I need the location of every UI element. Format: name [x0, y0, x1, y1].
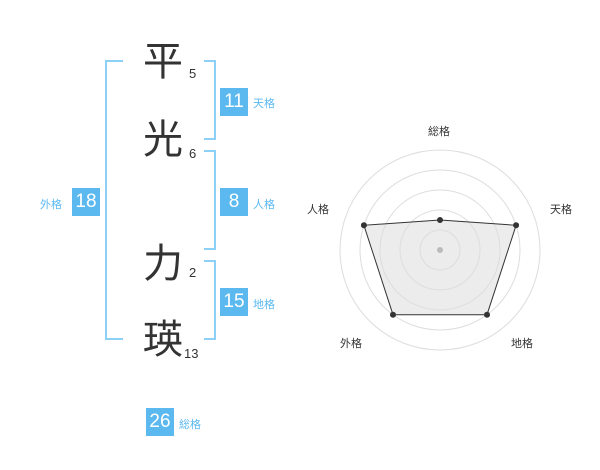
radar-point — [389, 311, 396, 318]
tenkaku-value: 11 — [220, 88, 248, 116]
soukaku-label: 総格 — [179, 418, 201, 431]
radar-label-chikaku: 地格 — [511, 337, 533, 350]
radar-center-dot — [437, 247, 443, 253]
chikaku-label: 地格 — [253, 298, 275, 311]
jinkaku-value: 8 — [220, 188, 248, 216]
radar-point — [360, 222, 367, 229]
radar-ring — [339, 149, 541, 351]
jinkaku-label: 人格 — [253, 198, 275, 211]
radar-point — [513, 222, 520, 229]
gaikaku-label: 外格 — [40, 198, 62, 211]
name-char-3: 力 — [143, 241, 183, 287]
name-char-4: 瑛 — [143, 317, 183, 363]
chikaku-bracket — [204, 260, 216, 340]
stroke-count-3: 2 — [189, 265, 197, 280]
radar-label-soukaku: 総格 — [428, 125, 450, 138]
radar-polygon — [363, 219, 517, 316]
name-char-1: 平 — [143, 39, 183, 85]
stroke-count-4: 13 — [184, 346, 199, 361]
radar-label-jinkaku: 人格 — [307, 203, 329, 216]
gaikaku-value: 18 — [72, 188, 100, 216]
tenkaku-label: 天格 — [253, 97, 275, 110]
radar-point — [484, 311, 491, 318]
stroke-count-1: 5 — [189, 66, 197, 81]
radar-ring — [359, 169, 521, 331]
soukaku-value: 26 — [146, 408, 174, 436]
radar-points — [360, 217, 520, 318]
radar-label-tenkaku: 天格 — [550, 203, 572, 216]
name-char-2: 光 — [143, 117, 183, 163]
chikaku-value: 15 — [220, 288, 248, 316]
radar-chart — [339, 149, 541, 351]
radar-label-gaikaku: 外格 — [340, 337, 362, 350]
gaikaku-bracket — [105, 60, 123, 340]
stroke-count-2: 6 — [189, 146, 197, 161]
jinkaku-bracket — [204, 150, 216, 250]
tenkaku-bracket — [204, 60, 216, 140]
radar-point — [437, 217, 443, 223]
